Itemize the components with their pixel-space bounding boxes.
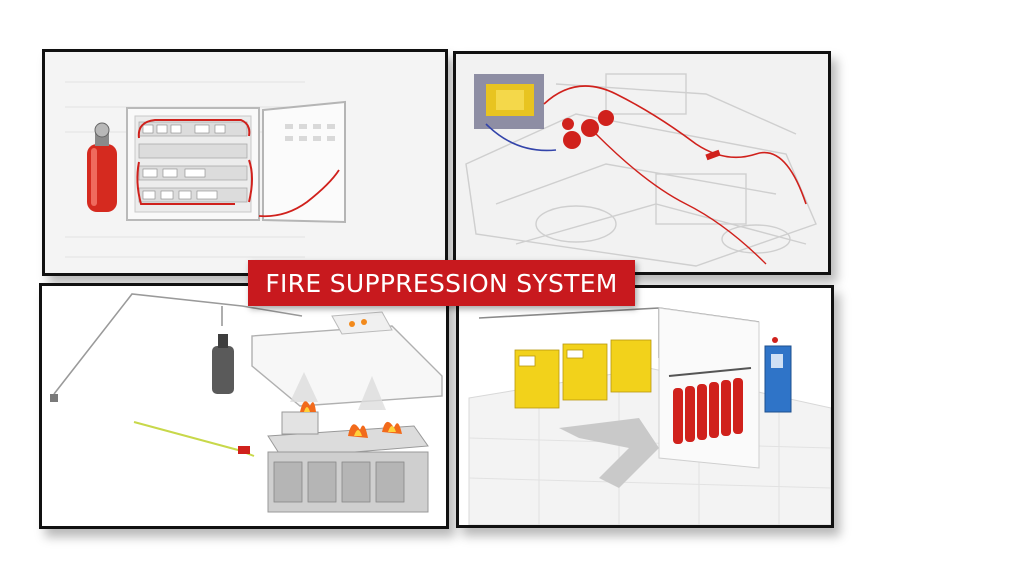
control-cabinet-illustration [45,52,445,273]
vehicle-suppression-illustration [456,54,828,272]
panel-kitchen-suppression [39,283,449,529]
banner-title: FIRE SUPPRESSION SYSTEM [265,268,618,298]
panel-server-room-suppression [456,285,834,528]
server-room-suppression-illustration [459,288,831,525]
title-banner: FIRE SUPPRESSION SYSTEM [248,260,635,306]
panel-control-cabinet [42,49,448,276]
kitchen-suppression-illustration [42,286,446,526]
panel-vehicle-suppression [453,51,831,275]
